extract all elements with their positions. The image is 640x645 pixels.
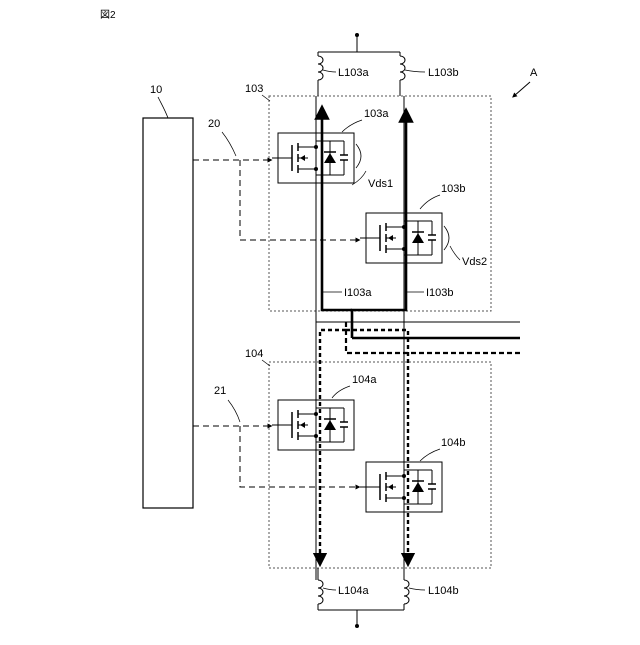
inductor-label-L104a: L104a <box>338 585 369 597</box>
signal-line-21-b <box>240 426 358 487</box>
inductor-label-L104b: L104b <box>428 585 459 597</box>
switch-104a-label: 104a <box>352 374 377 386</box>
current-label-I103a: I103a <box>344 287 372 299</box>
switch-104a <box>272 400 354 450</box>
controller-leader <box>158 97 168 118</box>
inductor-L103b <box>400 52 405 96</box>
system-label: A <box>530 67 538 79</box>
current-path-104b <box>346 330 408 560</box>
signal-20-label: 20 <box>208 118 220 130</box>
current-label-I103b: I103b <box>426 287 454 299</box>
switch-103a <box>272 133 354 183</box>
module-104-label: 104 <box>245 348 263 360</box>
vds1-label: Vds1 <box>368 178 393 190</box>
switch-104b <box>360 462 442 512</box>
inductor-label-L103b: L103b <box>428 67 459 79</box>
controller-ref-label: 10 <box>150 84 162 96</box>
current-path-104a <box>320 330 346 560</box>
inductor-L103a <box>318 52 323 96</box>
switch-104b-label: 104b <box>441 437 465 449</box>
controller-block <box>143 118 193 508</box>
vds2-label: Vds2 <box>462 256 487 268</box>
system-pointer-arrow <box>514 82 530 96</box>
module-103-box <box>269 96 491 311</box>
inductor-L104a <box>318 568 323 610</box>
module-104-box <box>269 362 491 568</box>
signal-line-20-b <box>240 160 358 240</box>
figure-label: 図2 <box>100 9 116 21</box>
inductor-L104b <box>404 568 409 610</box>
switch-103b-label: 103b <box>441 183 465 195</box>
switch-103b <box>360 213 442 263</box>
inductor-label-L103a: L103a <box>338 67 369 79</box>
signal-21-label: 21 <box>214 385 226 397</box>
switch-103a-label: 103a <box>364 108 389 120</box>
module-103-label: 103 <box>245 83 263 95</box>
